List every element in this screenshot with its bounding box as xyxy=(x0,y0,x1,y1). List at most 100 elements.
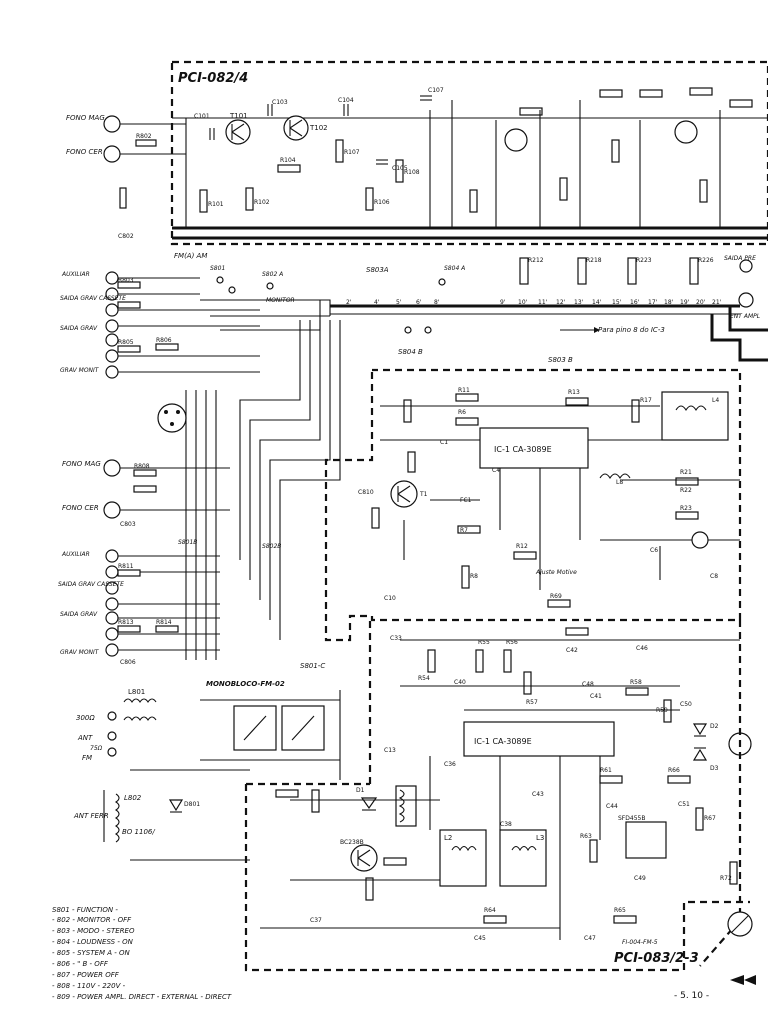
svg-text:MONOBLOCO-FM-02: MONOBLOCO-FM-02 xyxy=(206,680,285,688)
legend-line-3: - 803 - MODO - STEREO xyxy=(52,927,135,935)
svg-text:FM(A) AM: FM(A) AM xyxy=(174,252,207,260)
svg-text:R22: R22 xyxy=(680,487,692,494)
svg-text:SAIDA GRAV CASSETE: SAIDA GRAV CASSETE xyxy=(60,295,126,302)
svg-text:ANT FERR: ANT FERR xyxy=(73,812,109,820)
top-resistors: R101 R102 R104 R107 R106 R108 xyxy=(199,87,753,213)
ic-block-lower xyxy=(463,721,615,757)
svg-text:AUXILIAR: AUXILIAR xyxy=(61,271,90,278)
svg-text:GRAV MONIT: GRAV MONIT xyxy=(60,367,100,374)
svg-text:L4: L4 xyxy=(712,397,719,404)
svg-text:R7: R7 xyxy=(460,527,468,534)
svg-text:C38: C38 xyxy=(500,821,512,828)
svg-text:C37: C37 xyxy=(310,917,322,924)
svg-text:R226: R226 xyxy=(698,257,714,264)
svg-text:R72: R72 xyxy=(720,875,732,882)
svg-text:8': 8' xyxy=(434,299,440,306)
svg-text:C10: C10 xyxy=(384,595,396,602)
svg-text:R101: R101 xyxy=(208,201,224,208)
if-board: IC-1 CA-3089E T1 L4 R11 R6 R13 R17 R21 R… xyxy=(324,368,742,642)
svg-text:R813: R813 xyxy=(118,619,134,626)
legend-line-4: - 804 - LOUDNESS - ON xyxy=(52,938,134,946)
switch-section: FM(A) AM S801 S802 A MONITOR S803A S804 … xyxy=(174,252,760,670)
svg-text:C13: C13 xyxy=(384,747,396,754)
svg-text:SFD455B: SFD455B xyxy=(618,815,645,822)
svg-text:R107: R107 xyxy=(344,149,360,156)
svg-text:FI-004-FM-5: FI-004-FM-5 xyxy=(622,939,658,946)
svg-text:R67: R67 xyxy=(704,815,716,822)
svg-text:BC238B: BC238B xyxy=(340,839,364,846)
svg-text:18': 18' xyxy=(664,299,674,306)
svg-text:S801: S801 xyxy=(210,265,225,272)
svg-text:C42: C42 xyxy=(566,647,578,654)
svg-text:75Ω: 75Ω xyxy=(90,745,103,752)
top-right-transistors xyxy=(504,120,698,152)
bottom-board: PCI-083/2-3 FI-004-FM-5 IC-1 CA-3089E L2… xyxy=(244,620,753,972)
svg-text:R23: R23 xyxy=(680,505,692,512)
svg-text:SAIDA GRAV: SAIDA GRAV xyxy=(60,611,98,618)
svg-text:T1: T1 xyxy=(419,491,428,498)
svg-text:R13: R13 xyxy=(568,389,580,396)
svg-text:R6: R6 xyxy=(458,409,466,416)
svg-text:C806: C806 xyxy=(120,659,136,666)
svg-text:R814: R814 xyxy=(156,619,172,626)
svg-text:R106: R106 xyxy=(374,199,390,206)
pin-bus: 2' 4' 5' 6' 8' 9' 10' 11' 12' 13' 14' 15… xyxy=(330,257,768,362)
svg-text:FONO MAG: FONO MAG xyxy=(62,460,101,468)
svg-text:L3: L3 xyxy=(536,834,544,842)
svg-text:21': 21' xyxy=(712,299,722,306)
svg-text:C33: C33 xyxy=(390,635,402,642)
svg-text:C49: C49 xyxy=(634,875,646,882)
jack-fono-cer-1 xyxy=(103,145,121,163)
svg-text:C803: C803 xyxy=(120,521,136,528)
svg-text:R212: R212 xyxy=(528,257,544,264)
svg-text:R102: R102 xyxy=(254,199,270,206)
top-board-label: PCI-082/4 xyxy=(178,71,248,86)
svg-text:10': 10' xyxy=(518,299,528,306)
svg-text:C4: C4 xyxy=(492,467,500,474)
svg-text:R808: R808 xyxy=(134,463,150,470)
top-board-outline xyxy=(170,60,768,246)
svg-text:C810: C810 xyxy=(358,489,374,496)
svg-text:MONITOR: MONITOR xyxy=(266,297,295,304)
svg-text:IC-1 CA-3089E: IC-1 CA-3089E xyxy=(494,445,552,454)
top-board: PCI-082/4 T101 T102 xyxy=(170,60,768,246)
svg-text:R63: R63 xyxy=(580,833,592,840)
if-transformer-l3 xyxy=(499,829,547,887)
svg-text:17': 17' xyxy=(648,299,658,306)
svg-text:C51: C51 xyxy=(678,801,690,808)
svg-text:SAIDA GRAV CASSETE: SAIDA GRAV CASSETE xyxy=(58,581,124,588)
svg-text:FONO CER: FONO CER xyxy=(62,504,99,512)
legend-line-6: - 806 - " B - OFF xyxy=(52,960,109,968)
svg-text:FM: FM xyxy=(82,754,92,762)
ic-block-upper xyxy=(479,427,589,469)
svg-text:9': 9' xyxy=(500,299,506,306)
svg-text:SAIDA PRE: SAIDA PRE xyxy=(724,255,756,262)
svg-text:Ajuste Motive: Ajuste Motive xyxy=(535,569,577,576)
svg-text:C101: C101 xyxy=(194,113,210,120)
svg-text:C44: C44 xyxy=(606,803,618,810)
svg-text:S804 A: S804 A xyxy=(444,265,465,272)
svg-text:12': 12' xyxy=(556,299,566,306)
svg-text:R8: R8 xyxy=(470,573,478,580)
svg-text:FONO CER: FONO CER xyxy=(66,148,103,156)
transistor-t102: T102 xyxy=(283,115,328,141)
svg-text:2': 2' xyxy=(346,299,352,306)
svg-text:L2: L2 xyxy=(444,834,452,842)
svg-text:4': 4' xyxy=(374,299,380,306)
svg-text:Para pino 8 do IC-3: Para pino 8 do IC-3 xyxy=(598,326,665,334)
svg-text:ANT: ANT xyxy=(77,734,93,742)
svg-text:C45: C45 xyxy=(474,935,486,942)
svg-text:L802: L802 xyxy=(124,794,142,802)
svg-text:S801-C: S801-C xyxy=(300,662,325,670)
legend-line-5: - 805 - SYSTEM A - ON xyxy=(52,949,130,957)
svg-text:S802 A: S802 A xyxy=(262,271,283,278)
svg-text:C105: C105 xyxy=(392,165,408,172)
svg-text:C46: C46 xyxy=(636,645,648,652)
svg-text:D2: D2 xyxy=(710,723,719,730)
svg-text:300Ω: 300Ω xyxy=(76,714,95,722)
svg-text:C47: C47 xyxy=(584,935,596,942)
svg-text:D3: D3 xyxy=(710,765,719,772)
legend-line-8: - 808 - 110V - 220V - xyxy=(52,982,126,990)
svg-text:C50: C50 xyxy=(680,701,692,708)
